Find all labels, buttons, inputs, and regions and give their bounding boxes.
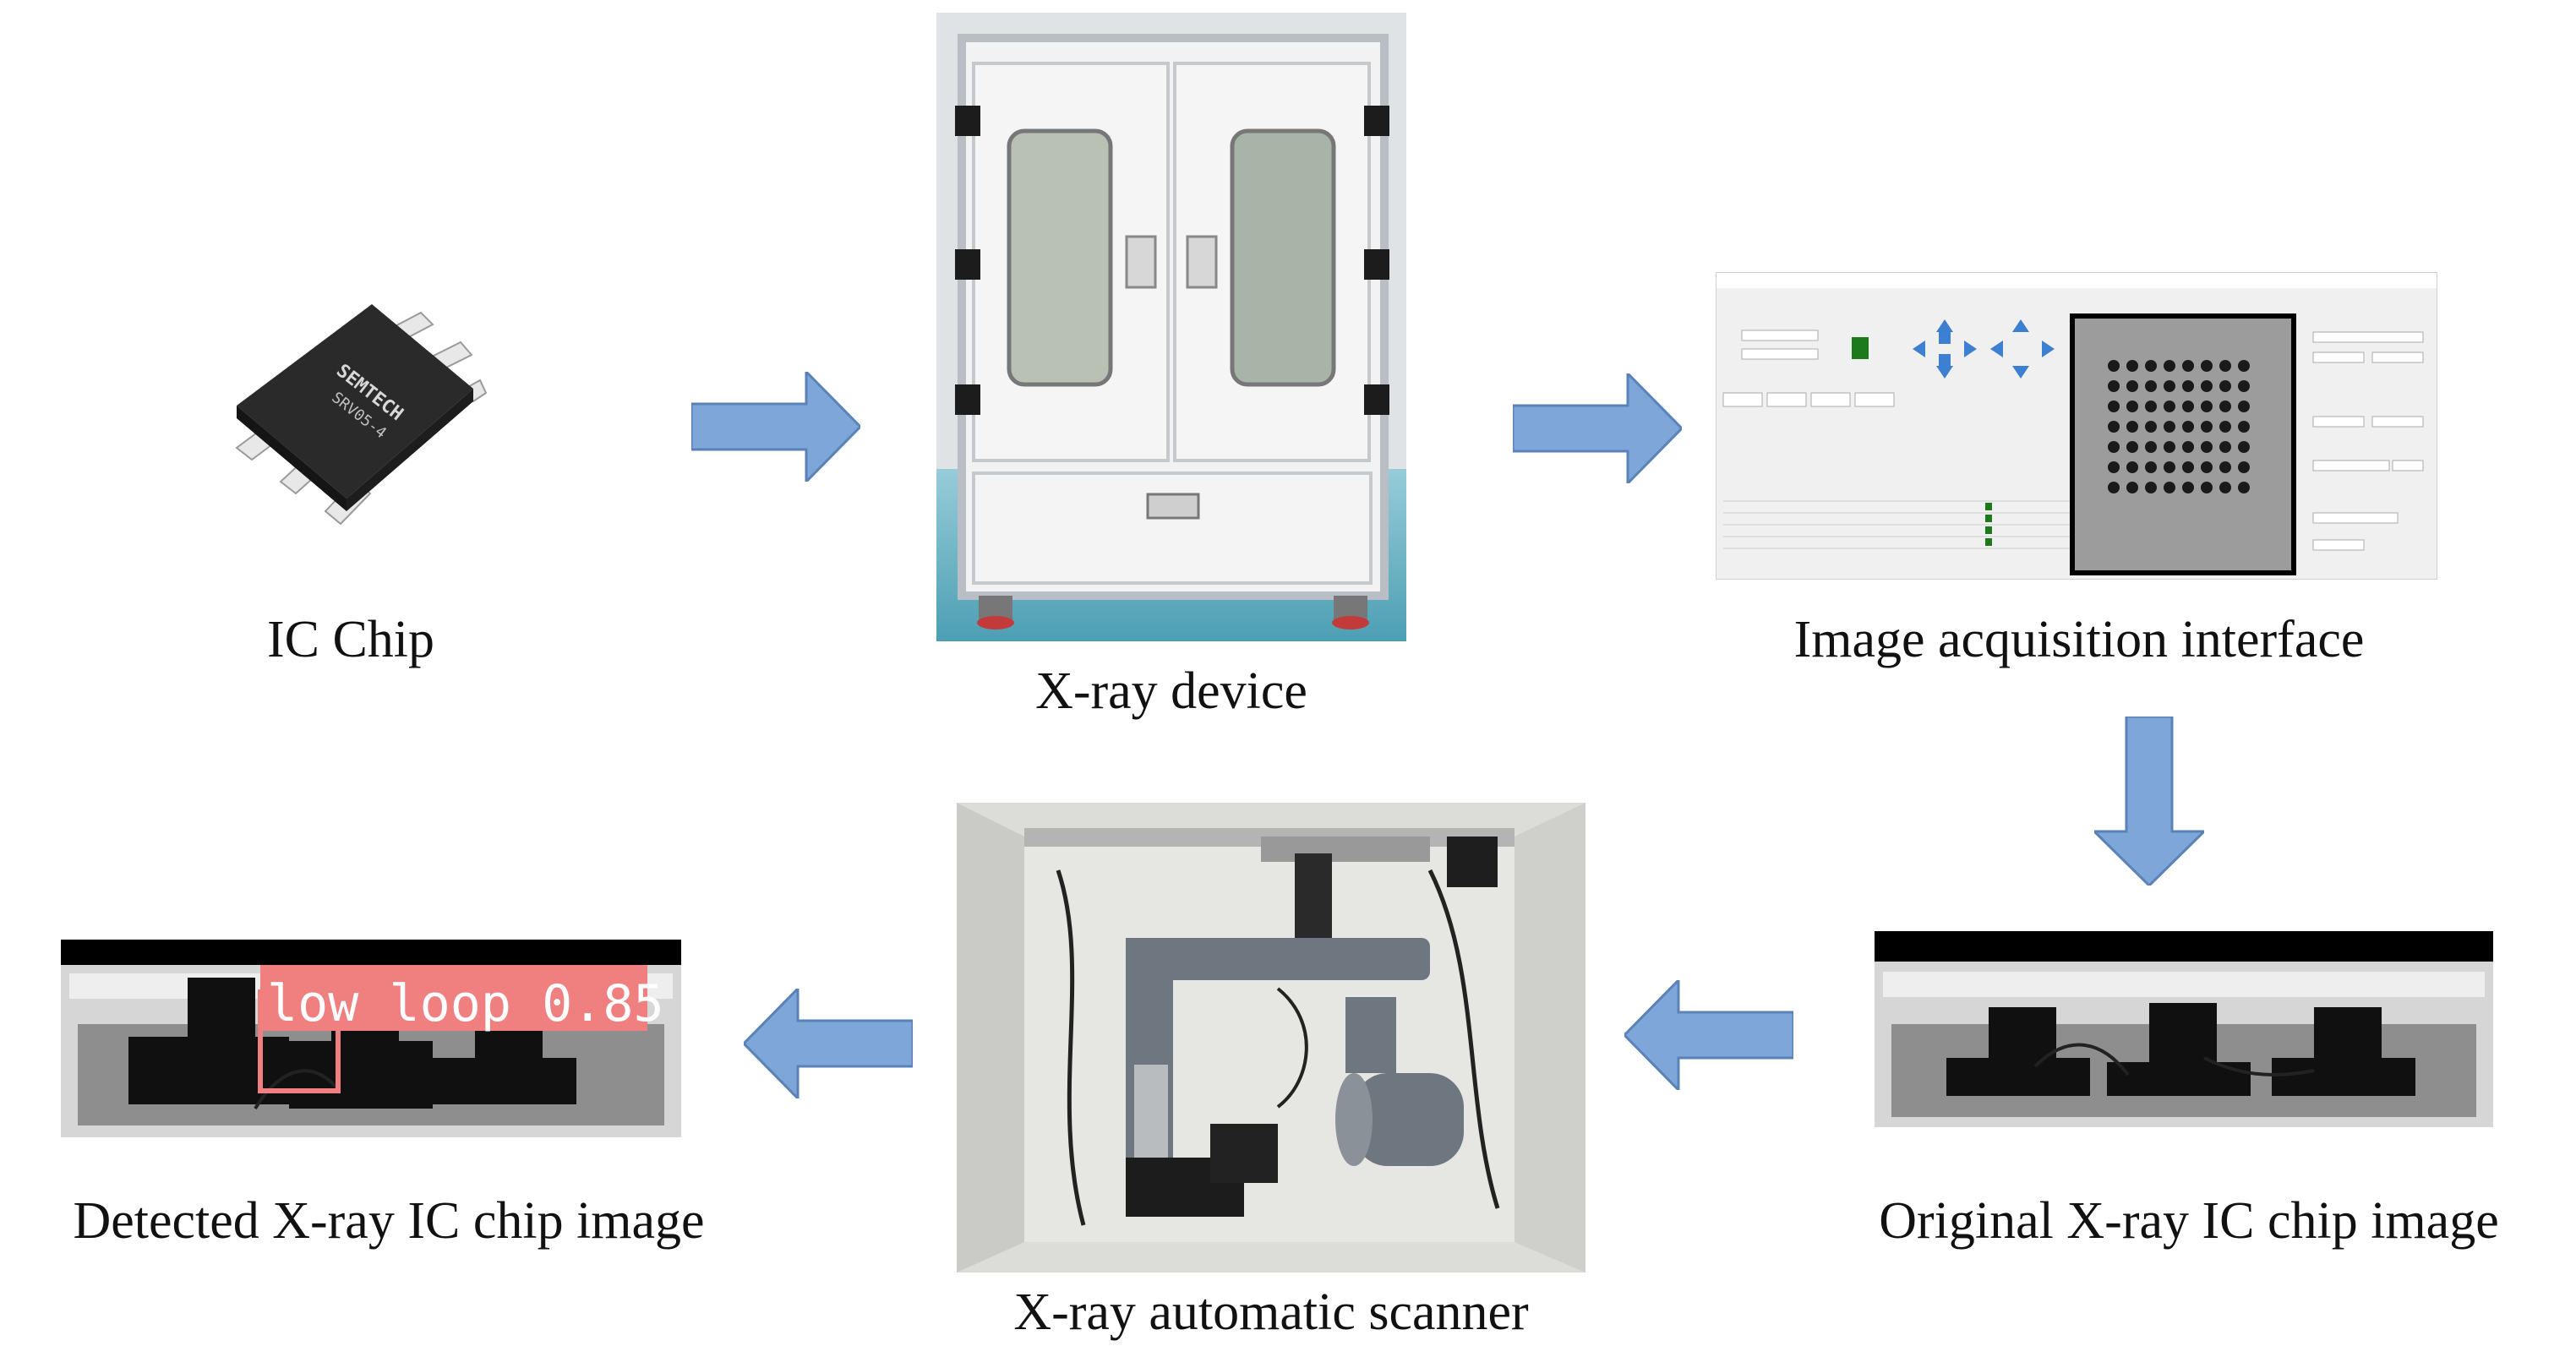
caption-scanner: X-ray automatic scanner: [1013, 1283, 1529, 1341]
arrow-right-icon: [1513, 373, 1682, 483]
arrow-down-icon: [2094, 717, 2204, 886]
detection-label: low loop 0.85: [267, 974, 664, 1033]
caption-ic-chip: IC Chip: [266, 611, 435, 668]
ic-chip-image: SEMTECH SRV05-4: [220, 279, 490, 549]
xray-device-photo: [936, 13, 1406, 641]
detection-label-bg: [260, 965, 647, 1031]
arrow-left-icon: [744, 989, 913, 1098]
arrow-right-icon: [691, 372, 860, 482]
original-xray-image: [1875, 931, 2493, 1127]
caption-detected-image: Detected X-ray IC chip image: [73, 1192, 705, 1250]
xray-scanner-photo: [957, 803, 1585, 1273]
caption-original-image: Original X-ray IC chip image: [1879, 1192, 2499, 1250]
caption-xray-device: X-ray device: [1035, 662, 1307, 720]
acquisition-interface-screenshot: [1716, 272, 2437, 580]
caption-acquisition-interface: Image acquisition interface: [1793, 611, 2365, 668]
arrow-left-icon: [1624, 980, 1793, 1090]
detected-xray-image: low loop 0.85: [61, 940, 681, 1137]
